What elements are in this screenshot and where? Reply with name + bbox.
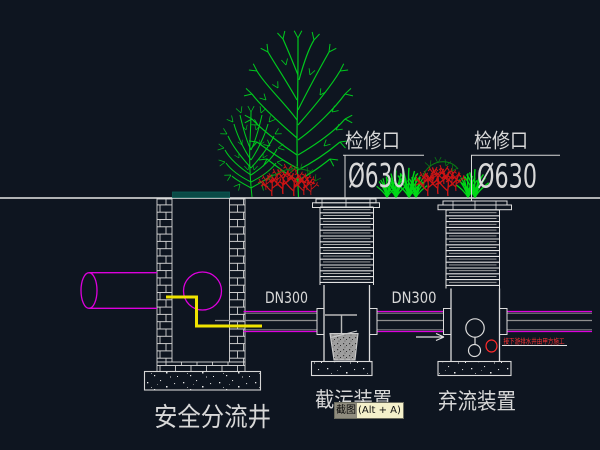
well-cover-teal	[172, 191, 230, 198]
filter-basket	[329, 332, 359, 361]
corrugated-riser	[445, 209, 500, 289]
dimension-lines	[343, 154, 560, 201]
brick-wall-left	[156, 198, 173, 363]
screenshot-tooltip: 截图(Alt + A)	[334, 402, 404, 419]
brick-wall-right	[229, 198, 246, 363]
inflow-pipe	[80, 272, 157, 309]
red-note-text: 接下游排水井由甲方施工	[504, 337, 565, 346]
red-note: 接下游排水井由甲方施工	[485, 337, 567, 353]
label-inspection-port-left: 检修口	[345, 129, 400, 153]
yellow-pipe	[166, 295, 262, 328]
diverter-base-slab	[437, 360, 512, 377]
pipe-section-circle	[182, 271, 223, 311]
label-diameter-right: Ø630	[477, 157, 537, 196]
interceptor-base-slab	[310, 360, 373, 377]
big-tree	[243, 30, 354, 198]
label-safety-well: 安全分流井	[154, 403, 271, 433]
label-dn300-right: DN300	[392, 288, 437, 307]
label-dn300-left: DN300	[265, 288, 308, 307]
brick-bottom-band	[156, 361, 246, 372]
interceptor-device	[310, 198, 380, 377]
well-base-slab	[143, 370, 262, 391]
red-revision-cloud	[485, 339, 498, 353]
small-bush	[217, 105, 285, 198]
label-diameter-left: Ø630	[348, 156, 406, 195]
main-pipe	[243, 310, 592, 342]
label-diverter: 弃流装置	[438, 390, 516, 415]
flow-arrow	[416, 332, 445, 342]
corrugated-riser	[319, 206, 374, 285]
tooltip-shortcut: (Alt + A)	[358, 405, 401, 416]
label-inspection-port-right: 检修口	[474, 129, 528, 153]
plants-between-devices	[376, 156, 490, 199]
diverter-device	[437, 200, 512, 377]
tooltip-label: 截图	[335, 403, 357, 418]
safety-diversion-well	[143, 191, 317, 391]
red-flowers-tree-base	[257, 163, 322, 197]
